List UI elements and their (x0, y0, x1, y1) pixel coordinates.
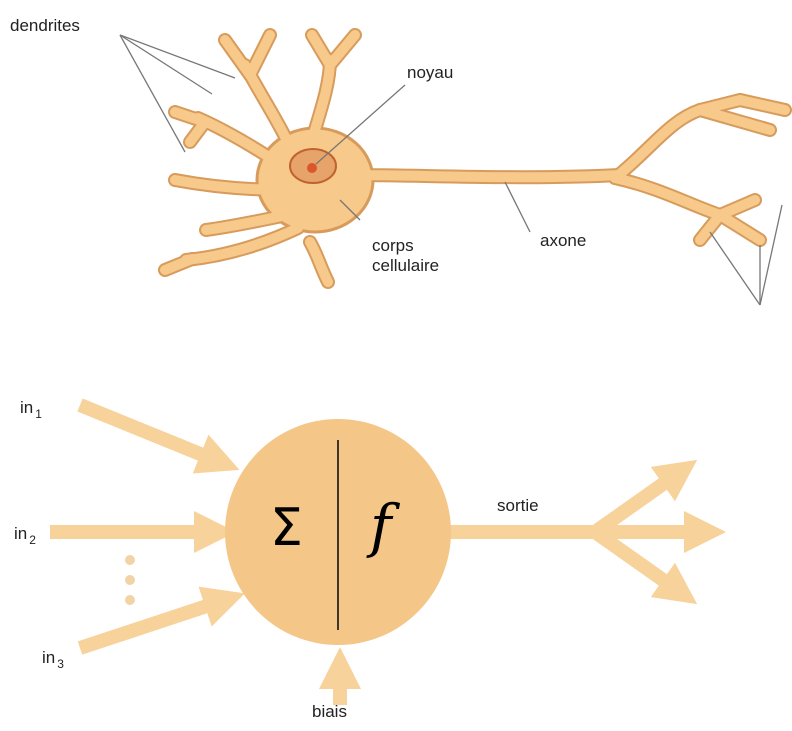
output-arrow-down (595, 532, 680, 592)
sum-symbol: Σ (270, 498, 303, 558)
input-subscript: 2 (29, 533, 36, 547)
ellipsis-dot (125, 555, 135, 565)
input-name: in (14, 524, 27, 543)
input-arrow-1 (80, 405, 220, 462)
leader-axon (505, 182, 530, 232)
label-axon: axone (540, 231, 586, 251)
output-arrow-up (595, 472, 680, 532)
label-cell-body-line2: cellulaire (372, 256, 439, 276)
input-name: in (42, 648, 55, 667)
activation-symbol: f (370, 492, 391, 560)
input-arrow-3 (80, 600, 225, 648)
label-cell-body-line1: corps (372, 236, 439, 256)
label-bias: biais (312, 702, 347, 722)
input-subscript: 1 (35, 407, 42, 421)
ellipsis-dot (125, 595, 135, 605)
ellipsis-dot (125, 575, 135, 585)
leader-dendrites-3 (120, 35, 185, 152)
label-dendrites: dendrites (10, 16, 80, 36)
label-cell-body: corps cellulaire (372, 236, 439, 275)
input-subscript: 3 (57, 657, 64, 671)
label-nucleus: noyau (407, 63, 453, 83)
label-output: sortie (497, 496, 539, 516)
leader-terminal-3 (760, 205, 782, 305)
ellipsis-dots (125, 555, 135, 605)
input-name: in (20, 398, 33, 417)
nucleolus-shape (307, 163, 317, 173)
